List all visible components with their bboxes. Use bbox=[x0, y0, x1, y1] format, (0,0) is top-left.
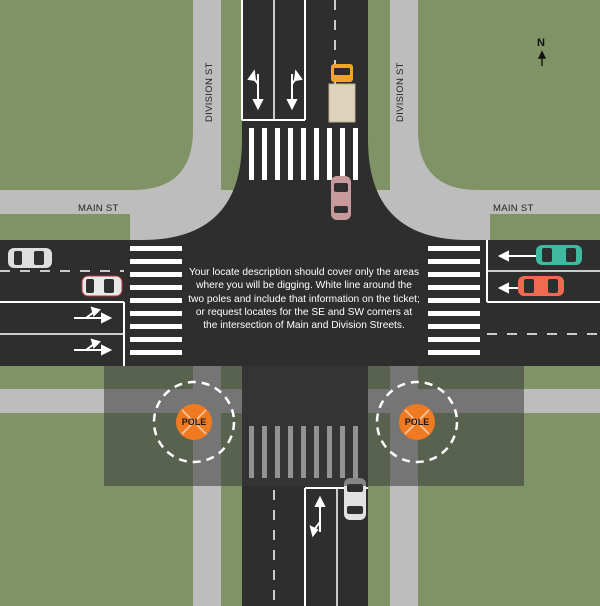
crosswalk-west bbox=[130, 246, 182, 355]
sw-pole-label: POLE bbox=[182, 417, 207, 427]
grass-corners bbox=[0, 0, 600, 190]
sw-white-line-circle bbox=[152, 380, 236, 464]
pole-icon: POLE bbox=[176, 404, 212, 440]
car-icon bbox=[518, 276, 564, 296]
north-arrow-icon bbox=[537, 50, 547, 66]
lane-arrow-icon bbox=[309, 495, 326, 538]
main-st-label-west: MAIN ST bbox=[78, 203, 119, 214]
east-lane-markings bbox=[486, 240, 600, 335]
main-st-label-east: MAIN ST bbox=[493, 203, 534, 214]
crosswalk-east bbox=[428, 246, 480, 355]
crosswalk-north bbox=[249, 128, 358, 180]
car-icon bbox=[8, 248, 52, 268]
dig-area-overlay bbox=[104, 366, 524, 486]
car-icon bbox=[81, 275, 123, 297]
truck-icon bbox=[328, 64, 356, 123]
lane-arrow-icon bbox=[247, 69, 303, 111]
division-st-label-north-right: DIVISION ST bbox=[395, 62, 406, 122]
se-pole-label: POLE bbox=[405, 417, 430, 427]
north-label: N bbox=[537, 37, 545, 49]
car-icon bbox=[536, 245, 582, 265]
lane-arrow-icon bbox=[74, 306, 113, 356]
west-lane-markings bbox=[0, 270, 125, 366]
se-white-line-circle bbox=[375, 380, 459, 464]
car-icon bbox=[331, 176, 351, 220]
pole-icon: POLE bbox=[399, 404, 435, 440]
division-st-label-north-left: DIVISION ST bbox=[204, 62, 215, 122]
locate-instructions-text: Your locate description should cover onl… bbox=[188, 267, 420, 332]
